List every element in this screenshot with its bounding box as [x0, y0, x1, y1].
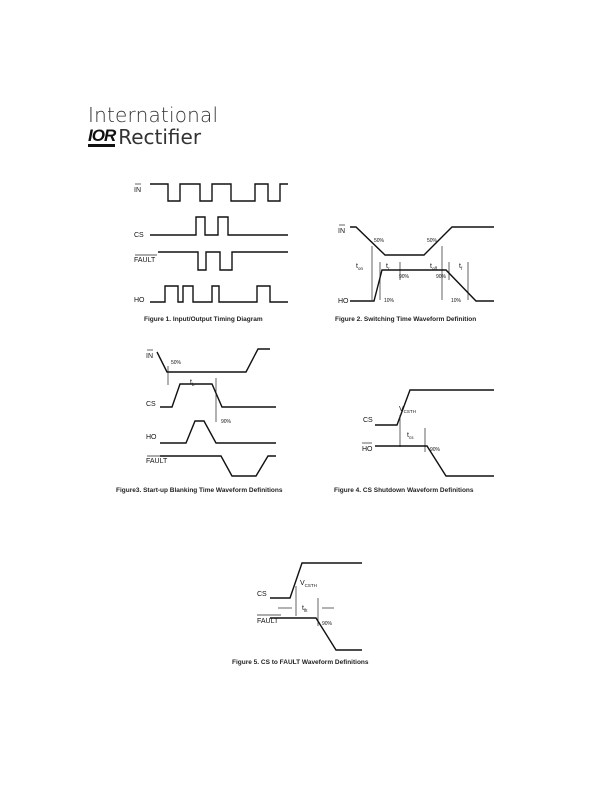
fig2-label-ton: ton [356, 263, 363, 271]
fig1-label-cs: CS [134, 232, 144, 239]
company-logo: International IOR Rectifier [88, 104, 218, 148]
fig1-label-in: IN [134, 187, 141, 194]
fig2-ho-90-left: 90% [399, 274, 410, 280]
fig2-ho-90-right: 90% [436, 274, 447, 280]
fig4-label-vcsth: VCSTH [399, 406, 416, 414]
fig5-label-cs: CS [257, 591, 267, 598]
logo-rectifier-text: Rectifier [118, 125, 202, 149]
fig5-fault-90: 90% [322, 621, 333, 627]
fig1-label-ho: HO [134, 297, 145, 304]
fig4-label-cs: CS [363, 417, 373, 424]
fig1-label-fault: FAULT [134, 257, 156, 264]
fig5-label-tflt: tflt [302, 605, 308, 613]
fig5-label-vcsth: VCSTH [300, 580, 317, 588]
fig5-caption: Figure 5. CS to FAULT Waveform Definitio… [232, 659, 369, 666]
figure-4-cs-shutdown: CS VCSTH tcs HO 90% Figure 4. CS Shutdow… [334, 389, 494, 494]
fig3-label-cs: CS [146, 401, 156, 408]
fig2-label-tf: tf [459, 263, 463, 271]
fig2-ho-10-right: 10% [451, 298, 462, 304]
fig1-in-waveform [150, 183, 288, 202]
fig3-ho-waveform [160, 420, 276, 444]
fig2-caption: Figure 2. Switching Time Waveform Defini… [335, 316, 476, 323]
figure-3-startup-blanking: IN 50% tb CS 90% HO FAULT Figure3. Start… [116, 348, 283, 494]
fig2-label-toff: toff [430, 263, 438, 271]
fig5-label-fault: FAULT [257, 618, 279, 625]
fig2-label-tr: tr [386, 263, 390, 271]
fig3-in-waveform [156, 348, 270, 373]
fig4-caption: Figure 4. CS Shutdown Waveform Definitio… [334, 487, 474, 494]
figure-2-switching-time: IN 50% 50% ton tr toff tf 90% 90% [335, 224, 494, 323]
fig3-fault-waveform [160, 455, 276, 477]
fig5-fault-waveform [270, 617, 362, 651]
fig2-in-waveform [350, 226, 494, 256]
fig3-cs-90: 90% [221, 419, 232, 425]
fig1-fault-waveform [158, 251, 288, 271]
fig3-caption: Figure3. Start-up Blanking Time Waveform… [116, 487, 283, 494]
fig2-label-in: IN [338, 228, 345, 235]
logo-line-rectifier: IOR Rectifier [88, 126, 218, 148]
fig1-ho-waveform [150, 285, 288, 303]
fig3-label-tb: tb [190, 379, 195, 387]
fig2-in-50-left: 50% [374, 238, 385, 244]
fig3-cs-waveform [160, 383, 276, 408]
fig1-caption: Figure 1. Input/Output Timing Diagram [144, 316, 263, 323]
figure-1-input-output-timing: IN CS FAULT HO Figure 1. Input/Output Ti… [134, 183, 288, 323]
fig2-ho-10-left: 10% [384, 298, 395, 304]
fig3-in-50: 50% [171, 360, 182, 366]
fig3-label-in: IN [146, 353, 153, 360]
fig3-label-fault: FAULT [146, 458, 168, 465]
fig4-ho-90: 90% [430, 447, 441, 453]
fig2-label-ho: HO [338, 298, 349, 305]
fig3-label-ho: HO [146, 434, 157, 441]
fig2-ho-waveform [350, 269, 494, 302]
fig4-ho-waveform [375, 445, 494, 477]
figure-5-cs-to-fault: CS VCSTH tflt FAULT 90% Figure 5. CS to … [232, 562, 369, 666]
fig4-cs-waveform [375, 389, 494, 426]
logo-line-international: International [88, 103, 219, 127]
fig4-label-ho: HO [362, 446, 373, 453]
fig4-label-tcs: tcs [407, 432, 414, 440]
ior-logo-mark: IOR [88, 125, 116, 147]
fig1-cs-waveform [150, 216, 288, 236]
fig5-cs-waveform [270, 562, 362, 599]
fig2-in-50-right: 50% [427, 238, 438, 244]
